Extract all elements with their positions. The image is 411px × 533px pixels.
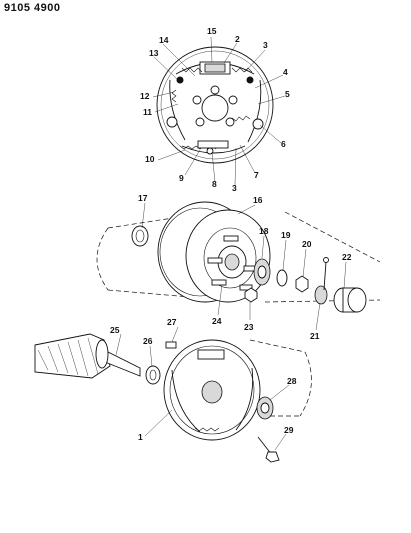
- callout-9: 9: [179, 173, 184, 183]
- callout-23: 23: [244, 322, 254, 332]
- callout-13: 13: [149, 48, 159, 58]
- callout-6: 6: [281, 139, 286, 149]
- drum-and-hub-assembly: [96, 201, 381, 331]
- callout-18: 18: [259, 226, 269, 236]
- callout-29: 29: [284, 425, 294, 435]
- callout-28: 28: [287, 376, 297, 386]
- callout-10: 10: [145, 154, 155, 164]
- callout-24: 24: [212, 316, 222, 326]
- callout-3-lower: 3: [232, 183, 237, 193]
- callout-4: 4: [283, 67, 288, 77]
- callout-11: 11: [143, 107, 152, 117]
- callout-labels: 15 2 3 14 13 4 5 12 11 6 10 7 9 8 3 17 1…: [110, 26, 352, 442]
- callout-16: 16: [253, 195, 263, 205]
- callout-5: 5: [285, 89, 290, 99]
- callout-12: 12: [140, 91, 150, 101]
- callout-21: 21: [310, 331, 320, 341]
- callout-17: 17: [138, 193, 148, 203]
- brake-backing-plate-assembly-top: [152, 36, 286, 186]
- callout-1: 1: [138, 432, 143, 442]
- callout-26: 26: [143, 336, 153, 346]
- callout-19: 19: [281, 230, 291, 240]
- callout-8: 8: [212, 179, 217, 189]
- callout-7: 7: [254, 170, 259, 180]
- callout-2: 2: [235, 34, 240, 44]
- callout-27: 27: [167, 317, 177, 327]
- diagram-title: 9105 4900: [4, 2, 61, 14]
- axle-and-backing-plate-assembly: [34, 326, 312, 463]
- callout-25: 25: [110, 325, 120, 335]
- callout-20: 20: [302, 239, 312, 249]
- callout-22: 22: [342, 252, 352, 262]
- callout-3-upper: 3: [263, 40, 268, 50]
- callout-14: 14: [159, 35, 169, 45]
- callout-15: 15: [207, 26, 217, 36]
